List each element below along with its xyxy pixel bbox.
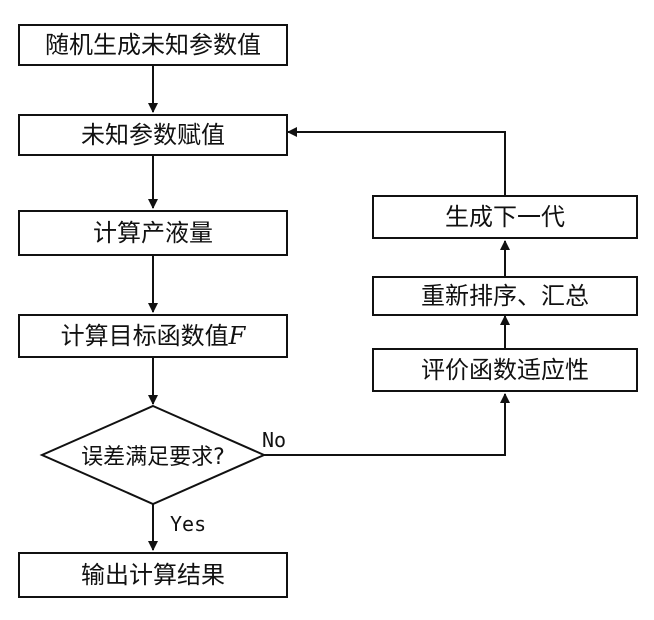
objective-variable: F xyxy=(228,322,246,350)
step-reorder: 重新排序、汇总 xyxy=(372,276,638,316)
decision-label: 误差满足要求? xyxy=(81,445,225,470)
step-compute-output: 计算产液量 xyxy=(18,210,288,256)
arrow-no-branch xyxy=(264,393,510,456)
arrow-nextgen-to-assign xyxy=(287,127,506,195)
step-compute-output-label: 计算产液量 xyxy=(93,219,213,247)
decision-label-wrap: 误差满足要求? xyxy=(42,435,264,475)
edge-label-no: No xyxy=(262,428,287,452)
step-evaluate: 评价函数适应性 xyxy=(372,348,638,392)
step-next-generation-label: 生成下一代 xyxy=(445,203,565,231)
step-compute-objective-label: 计算目标函数值 xyxy=(60,322,229,350)
edge-label-yes: Yes xyxy=(170,512,207,536)
step-output: 输出计算结果 xyxy=(18,552,288,598)
decision-diamond xyxy=(39,404,267,506)
step-next-generation: 生成下一代 xyxy=(372,195,638,239)
step-random-init-label: 随机生成未知参数值 xyxy=(45,31,261,59)
step-reorder-label: 重新排序、汇总 xyxy=(421,282,589,310)
step-assign: 未知参数赋值 xyxy=(18,114,288,156)
step-output-label: 输出计算结果 xyxy=(81,561,225,589)
step-evaluate-label: 评价函数适应性 xyxy=(421,356,589,384)
step-random-init: 随机生成未知参数值 xyxy=(18,24,288,66)
step-assign-label: 未知参数赋值 xyxy=(81,121,225,149)
